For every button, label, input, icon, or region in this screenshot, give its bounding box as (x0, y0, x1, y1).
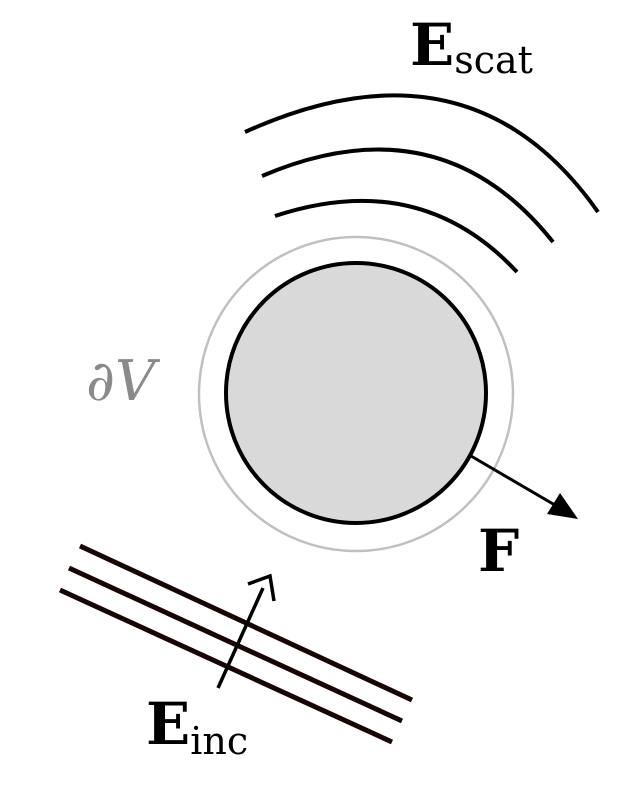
force-arrowhead (547, 493, 578, 519)
particle (224, 261, 488, 525)
scattered-field-label: Escat (410, 11, 533, 82)
boundary-label: ∂V (86, 349, 161, 414)
incident-field-symbol: E (146, 690, 190, 758)
scattered-field-symbol: E (410, 11, 454, 79)
scattered-wavefront-outer (244, 93, 600, 214)
scattered-wavefront-inner (274, 198, 519, 274)
force-label: F (478, 517, 519, 585)
incident-field-subscript: inc (190, 719, 248, 763)
scattered-wavefronts (244, 93, 600, 274)
incident-arrowhead (247, 573, 276, 602)
incident-field-label: Einc (146, 690, 248, 763)
boundary-surface (197, 235, 515, 553)
scattered-field-subscript: scat (454, 38, 533, 82)
scattered-wavefront-middle (261, 147, 555, 244)
incident-wavefront-2 (67, 565, 404, 724)
incident-propagation-arrow (216, 587, 265, 689)
force-arrow (470, 454, 561, 510)
